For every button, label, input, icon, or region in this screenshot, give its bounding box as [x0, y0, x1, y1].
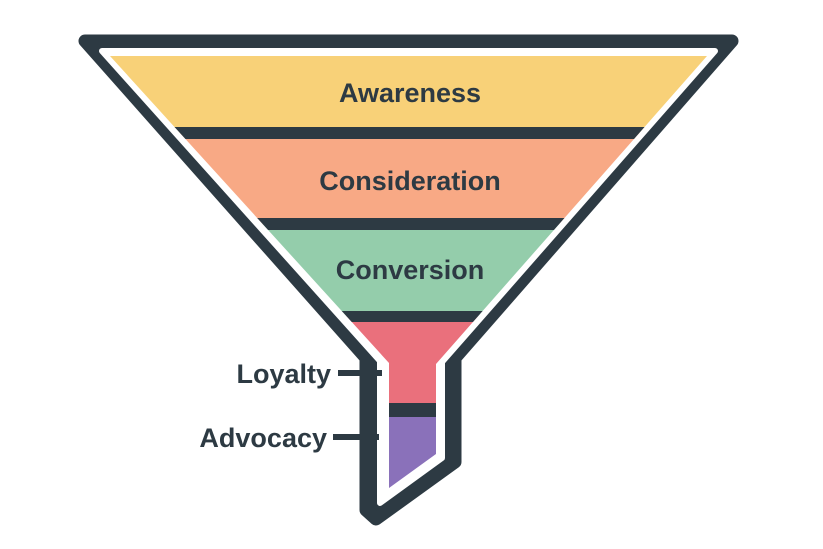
divider-consideration-conversion [110, 218, 707, 230]
band-awareness [110, 56, 707, 135]
divider-loyalty-advocacy [110, 403, 707, 417]
stage-label-conversion: Conversion [336, 255, 485, 285]
divider-conversion-loyalty [110, 311, 707, 322]
funnel-bands [110, 56, 707, 488]
loyalty-connector-line [338, 370, 382, 376]
advocacy-connector-line [333, 434, 379, 440]
stage-label-loyalty: Loyalty [236, 359, 331, 389]
stage-label-advocacy: Advocacy [199, 423, 327, 453]
divider-awareness-consideration [110, 127, 707, 139]
callout-loyalty: Loyalty [236, 359, 382, 389]
band-loyalty [110, 316, 707, 411]
stage-label-awareness: Awareness [339, 78, 481, 108]
stage-label-consideration: Consideration [319, 166, 501, 196]
callout-advocacy: Advocacy [199, 423, 379, 453]
